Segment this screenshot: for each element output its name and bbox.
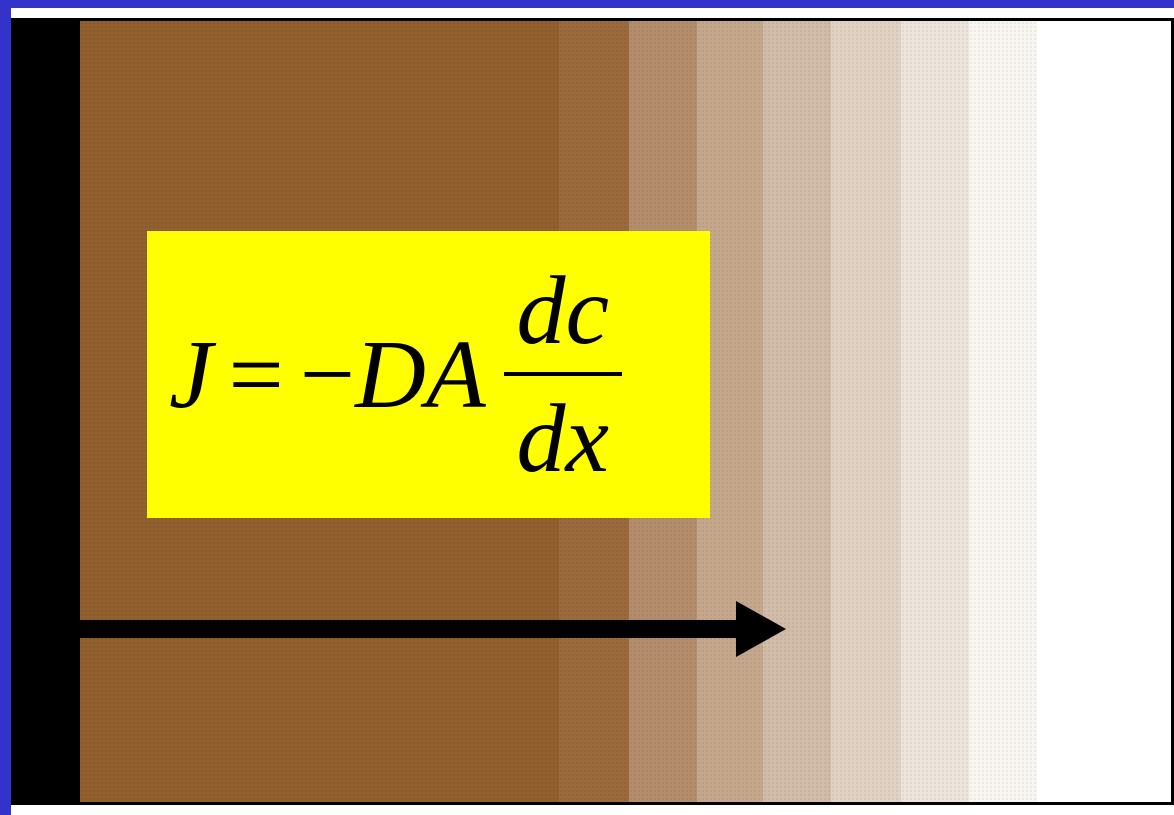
arrow-head <box>736 601 786 657</box>
equation-lhs: J=−DA <box>169 326 486 424</box>
flux-symbol: J <box>169 320 213 429</box>
arrow-shaft <box>80 620 740 638</box>
slide-frame-left <box>0 0 11 815</box>
concentration-band-5 <box>831 21 901 802</box>
fraction-denominator: dx <box>516 384 609 493</box>
equals-sign: = <box>228 320 284 429</box>
concentration-band-7 <box>969 21 1037 802</box>
source-wall <box>14 21 80 802</box>
diffusion-diagram: J=−DA dc dx <box>11 18 1174 805</box>
diffusion-direction-arrow-icon <box>80 601 786 657</box>
concentration-gradient-fraction: dc dx <box>503 256 622 493</box>
concentration-band-4 <box>763 21 831 802</box>
fick-first-law-equation: J=−DA dc dx <box>147 231 710 518</box>
diffusivity-area-symbols: DA <box>355 320 486 429</box>
fraction-bar <box>503 371 622 376</box>
minus-sign: − <box>299 320 356 429</box>
slide-frame-top <box>0 0 1174 8</box>
concentration-band-6 <box>901 21 969 802</box>
fraction-numerator: dc <box>516 256 609 365</box>
